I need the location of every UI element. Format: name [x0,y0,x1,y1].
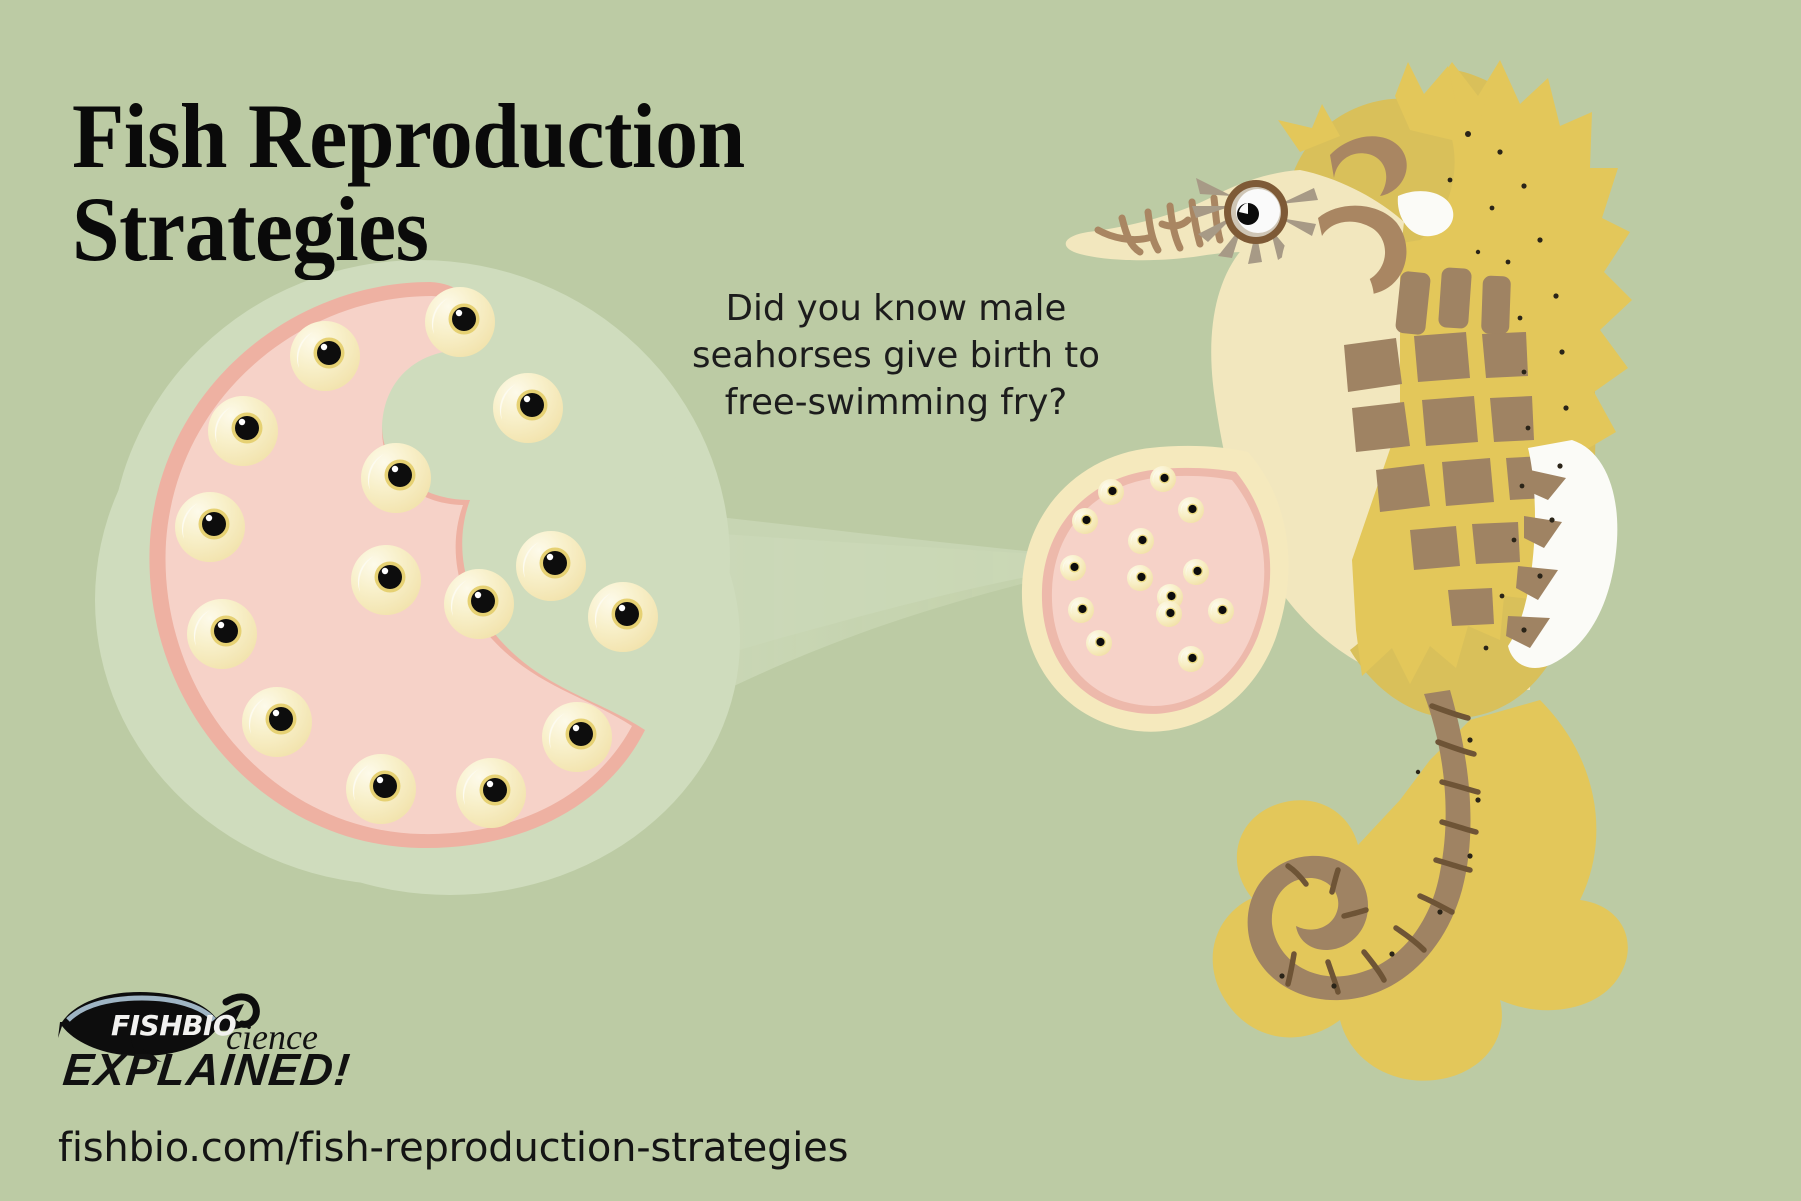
egg [542,702,612,772]
egg [351,545,421,615]
egg [456,758,526,828]
brood-pouch [1021,445,1289,732]
head-markings [1318,136,1407,296]
magnified-egg-mass [149,282,658,849]
egg [1127,565,1153,591]
egg [208,396,278,466]
dorsal-fin [1508,440,1618,668]
egg [1128,528,1154,554]
egg [493,373,563,443]
egg [175,492,245,562]
fish-silhouette-icon [58,992,260,1062]
seahorse-eye [1224,180,1288,244]
egg [1183,559,1209,585]
egg [1072,508,1098,534]
egg [361,443,431,513]
egg [444,569,514,639]
coronet [1395,62,1488,140]
gill-flap [1281,237,1374,316]
egg [1178,646,1204,672]
body-ribs [1344,267,1546,626]
egg [346,754,416,824]
egg [290,321,360,391]
egg [588,582,658,652]
egg [187,599,257,669]
egg [1060,555,1086,581]
tail-trunk [1247,690,1471,1001]
egg [1068,597,1094,623]
egg [1150,466,1176,492]
tail-speckles [1279,737,1481,989]
tail-segments [1285,703,1481,995]
egg [1156,601,1182,627]
egg [1098,479,1124,505]
egg [1208,598,1234,624]
egg [1178,497,1204,523]
head-spike [1278,104,1340,152]
egg [425,287,495,357]
egg [516,531,586,601]
pectoral-fin [1397,191,1454,237]
seahorse-illustration [1021,60,1632,1081]
egg [1086,630,1112,656]
body-speckles [1447,131,1569,651]
fin-spines [1506,470,1566,648]
egg [242,687,312,757]
